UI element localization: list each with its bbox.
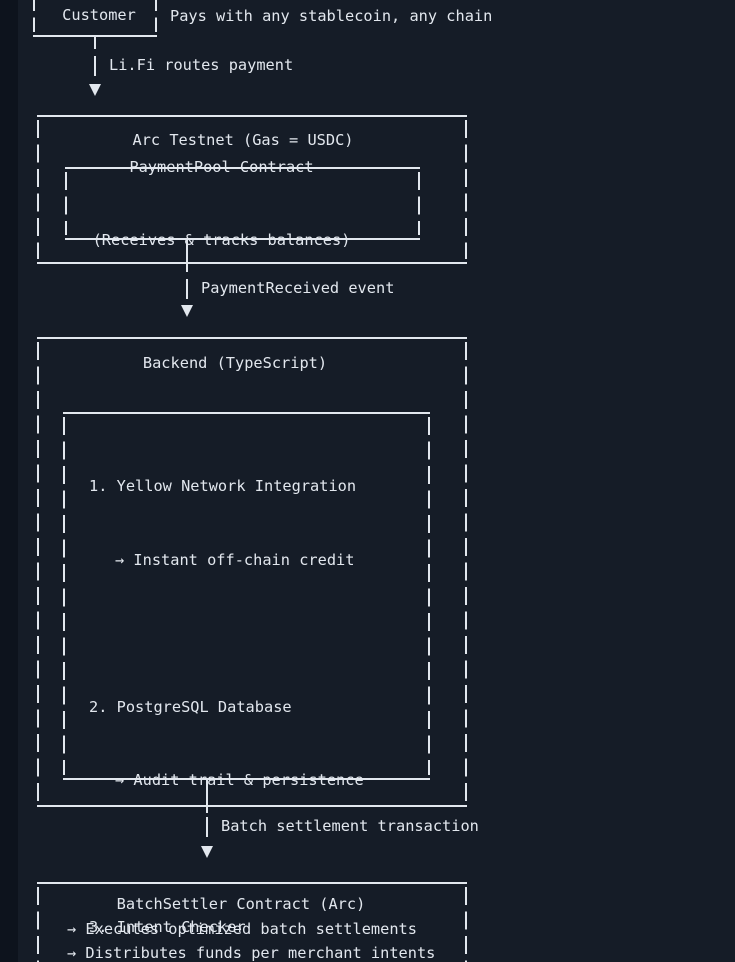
code-block-background [18, 0, 735, 962]
arc-testnet-box: Arc Testnet (Gas = USDC) [37, 115, 467, 264]
connector-line [94, 37, 96, 49]
backend-box: Backend (TypeScript) [37, 337, 467, 807]
arrow-down-icon [201, 846, 213, 858]
batch-settlement-label: Batch settlement transaction [221, 817, 479, 835]
item-detail: → Instant off-chain credit [115, 550, 355, 569]
arc-testnet-title: Arc Testnet (Gas = USDC) [132, 131, 354, 149]
item-label: 2. PostgreSQL Database [89, 697, 292, 716]
payment-received-label: PaymentReceived event [201, 279, 395, 297]
paymentpool-box: PaymentPool Contract (Receives & tracks … [65, 158, 420, 249]
connector-pipe [186, 279, 188, 299]
arrow-down-icon [181, 305, 193, 317]
backend-components-box: 1. Yellow Network Integration → Instant … [63, 412, 430, 936]
paymentpool-title: PaymentPool Contract [129, 157, 314, 176]
batchsettler-box: BatchSettler Contract (Arc) → Executes o… [37, 882, 467, 962]
customer-label: Customer [62, 5, 136, 24]
connector-pipe [206, 817, 208, 837]
backend-title: Backend (TypeScript) [142, 354, 328, 372]
connector-line [186, 239, 188, 272]
batchsettler-line: → Distributes funds per merchant intents [67, 944, 436, 962]
customer-box: Customer [33, 0, 157, 37]
backend-item-intent-checker: 3. Intent Checker → Evaluates settlement… [89, 866, 430, 962]
paymentpool-subtitle: (Receives & tracks balances) [92, 231, 351, 249]
arrow-down-icon [89, 84, 101, 96]
connector-line [206, 780, 208, 813]
customer-note: Pays with any stablecoin, any chain [170, 7, 493, 25]
batchsettler-line: → Executes optimized batch settlements [67, 919, 417, 938]
lifi-connector-label: Li.Fi routes payment [109, 56, 294, 74]
backend-item-postgresql: 2. PostgreSQL Database → Audit trail & p… [89, 646, 430, 842]
backend-item-yellow-network: 1. Yellow Network Integration → Instant … [89, 425, 430, 621]
connector-pipe [94, 56, 96, 76]
batchsettler-title: BatchSettler Contract (Arc) [116, 895, 366, 913]
item-detail: → Audit trail & persistence [115, 771, 364, 789]
item-label: 1. Yellow Network Integration [89, 477, 357, 495]
item-label: 3. Intent Checker [89, 918, 246, 936]
